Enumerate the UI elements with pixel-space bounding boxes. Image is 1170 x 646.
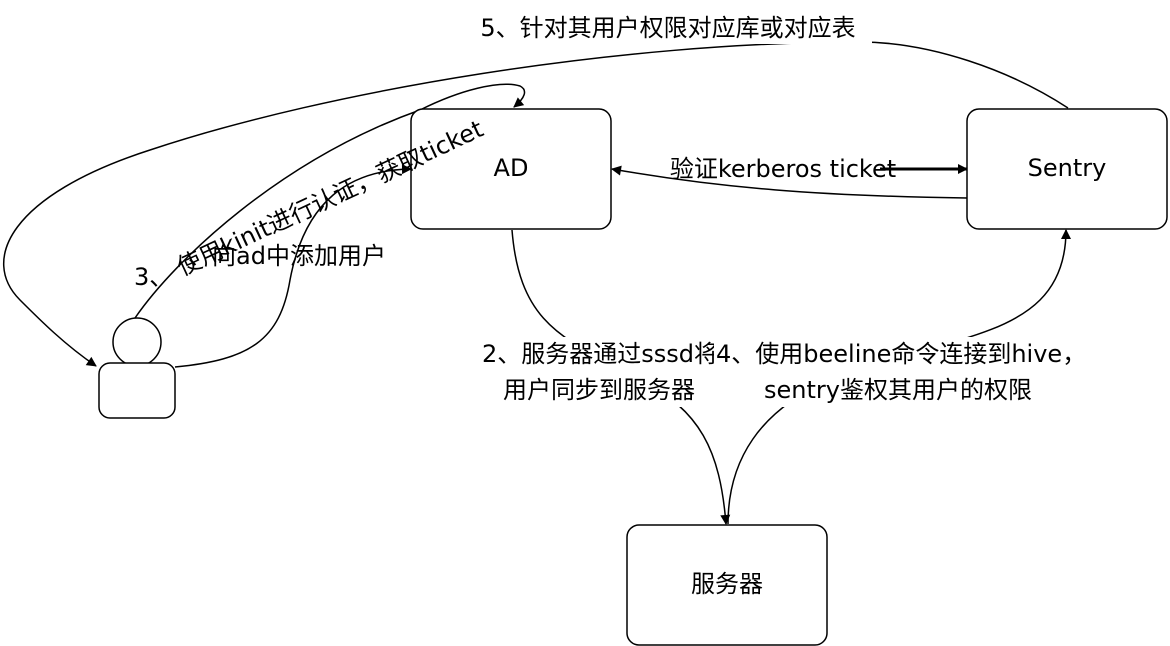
user-actor-icon bbox=[98, 317, 176, 419]
edge-step1-add-label: 、向ad中添加用户 bbox=[188, 242, 386, 270]
edge-step2-label-line1: 2、服务器通过sssd将 bbox=[482, 340, 718, 368]
edge-step3-prefix-label: 3、 bbox=[134, 263, 173, 291]
node-server-label: 服务器 bbox=[691, 570, 763, 598]
edge-step4-label-line1: 4、使用beeline命令连接到hive， bbox=[716, 340, 1086, 368]
node-server[interactable]: 服务器 bbox=[626, 524, 828, 646]
node-sentry-label: Sentry bbox=[1028, 154, 1107, 182]
edge-step5-label-bg bbox=[464, 10, 872, 44]
node-sentry[interactable]: Sentry bbox=[966, 108, 1168, 230]
edge-sentry-to-ad-verify bbox=[611, 165, 968, 199]
edge-step2-label-line2: 用户同步到服务器 bbox=[503, 376, 695, 404]
edge-user-to-ad-add bbox=[174, 164, 412, 368]
edge-sentry-to-user bbox=[3, 41, 1069, 367]
edge-step4-label-bg bbox=[714, 337, 1100, 407]
node-ad[interactable]: AD bbox=[410, 108, 612, 230]
edge-step4-label-line2: sentry鉴权其用户的权限 bbox=[764, 376, 1032, 404]
edge-step5-label: 5、针对其用户权限对应库或对应表 bbox=[480, 14, 855, 42]
edge-step2-label-bg bbox=[480, 337, 714, 407]
edge-verify-label: 验证kerberos ticket bbox=[670, 155, 896, 183]
node-ad-label: AD bbox=[494, 154, 529, 182]
